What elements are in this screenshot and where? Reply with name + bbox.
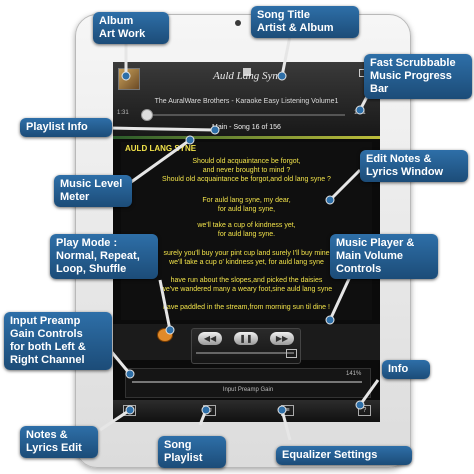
lyrics-line: Should old acquaintance be forgot,and ol… — [162, 176, 331, 183]
callout-playlist-info: Playlist Info — [20, 118, 112, 137]
progress-knob[interactable] — [141, 109, 153, 121]
lyrics-line: surely you'll buy your pint cup land sur… — [163, 250, 330, 257]
rewind-icon[interactable]: ◀◀ — [198, 332, 222, 345]
callout-info: Info — [382, 360, 430, 379]
callout-song-playlist: Song Playlist — [158, 436, 226, 468]
song-title: Auld Lang Syne — [213, 70, 283, 82]
callout-music-level-meter: Music Level Meter — [54, 175, 132, 207]
callout-notes-lyrics-edit: Notes & Lyrics Edit — [20, 426, 98, 458]
lyrics-heading: AULD LANG SYNE — [125, 144, 197, 153]
preamp-gain-label: Input Preamp Gain — [222, 387, 274, 393]
callout-equalizer-settings: Equalizer Settings — [276, 446, 412, 465]
lyrics-line: and never brought to mind ? — [202, 167, 291, 174]
callout-song-title: Song Title Artist & Album — [251, 6, 359, 38]
camera-icon — [235, 20, 241, 26]
pause-icon[interactable]: ❚❚ — [234, 332, 258, 345]
forward-icon[interactable]: ▶▶ — [270, 332, 294, 345]
lyrics-line: Should old acquaintance be forgot, — [192, 158, 301, 165]
lyrics-line: we'll take a cup o' kindness yet, for au… — [169, 259, 324, 266]
lyrics-line: have paddled in the stream,from morning … — [163, 304, 330, 311]
preamp-gain-slider[interactable] — [132, 381, 362, 383]
info-icon[interactable]: ? — [358, 405, 371, 416]
playlist-info: Main - Song 16 of 156 — [212, 124, 281, 131]
lyrics-line: have run about the slopes,and picked the… — [170, 277, 323, 284]
lyrics-line: for auld lang syne. — [217, 231, 276, 238]
callout-edit-notes: Edit Notes & Lyrics Window — [360, 150, 468, 182]
lyrics-line: we've wandered many a weary foot,sine au… — [160, 286, 333, 293]
time-elapsed: 1:31 — [117, 110, 129, 116]
main-volume-slider[interactable] — [196, 352, 294, 354]
preamp-gain-percent: 141% — [346, 371, 362, 377]
callout-progress-bar: Fast Scrubbable Music Progress Bar — [364, 54, 472, 99]
artist-album: The AuralWare Brothers - Karaoke Easy Li… — [154, 98, 339, 105]
callout-album-art: Album Art Work — [93, 12, 169, 44]
input-preamp-gain: 141% Input Preamp Gain — [125, 368, 371, 398]
lyrics-line: for auld lang syne, — [217, 206, 276, 213]
music-level-meter — [113, 136, 380, 139]
callout-play-mode: Play Mode : Normal, Repeat, Loop, Shuffl… — [50, 234, 158, 279]
airplay-icon[interactable] — [286, 349, 297, 358]
signal-icon — [243, 68, 251, 76]
lyrics-line: For auld lang syne, my dear, — [202, 197, 291, 204]
callout-input-preamp: Input Preamp Gain Controls for both Left… — [4, 312, 112, 370]
lyrics-line: we'll take a cup of kindness yet, — [197, 222, 296, 229]
callout-player-volume: Music Player & Main Volume Controls — [330, 234, 438, 279]
music-player-controls: ◀◀ ❚❚ ▶▶ — [191, 328, 301, 364]
